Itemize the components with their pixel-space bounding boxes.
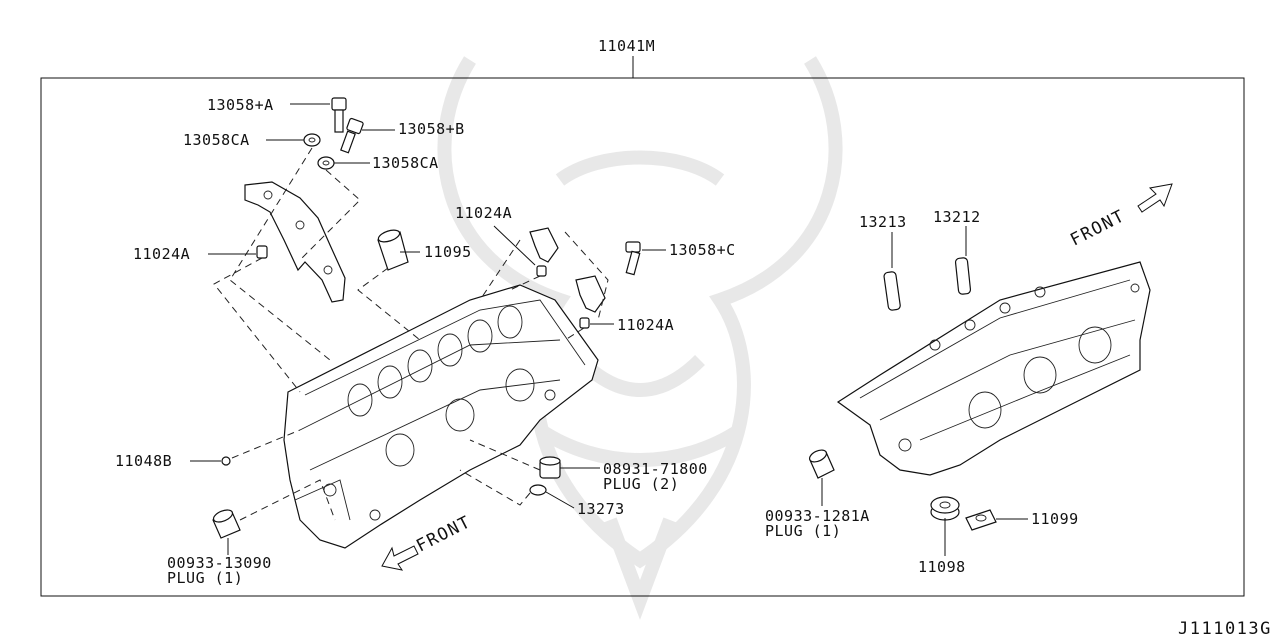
part-label-13058-c[interactable]: 13058+C [669,241,736,259]
part-label-11048b[interactable]: 11048B [115,452,172,470]
front-arrow-left [381,545,419,571]
dowel-11024a-left [256,245,268,259]
bolt-13058-c [625,241,641,276]
left-cylinder-head [283,284,599,549]
plug-00933-1281a [808,449,835,479]
bolt-13058-a [331,97,347,133]
dowel-11024a-mid-top [536,265,547,277]
bracket-mid-right [575,275,606,313]
part-label-00933-1281a[interactable]: 00933-1281A [765,507,870,525]
front-label-right: FRONT [1067,206,1128,250]
part-label-11024a-mid-right[interactable]: 11024A [617,316,674,334]
oring-13273 [529,484,547,496]
part-label-11099[interactable]: 11099 [1031,510,1079,528]
part-label-13058-a[interactable]: 13058+A [207,96,274,114]
tube-11095 [377,229,409,271]
part-label-13058-b[interactable]: 13058+B [398,120,465,138]
part-label-11095[interactable]: 11095 [424,243,472,261]
assembly-part-label[interactable]: 11041M [598,37,655,55]
front-arrow-right [1137,183,1173,213]
washer-13058ca-lower [317,156,335,170]
part-label-13058ca-lower[interactable]: 13058CA [372,154,439,172]
part-label-11024a-left[interactable]: 11024A [133,245,190,263]
seal-11098 [930,496,960,521]
part-label-11024a-mid-top[interactable]: 11024A [455,204,512,222]
figure-code: J111013G [1178,619,1272,639]
plug-08931-71800 [539,456,561,479]
part-label-11098[interactable]: 11098 [918,558,966,576]
bracket-mid-top [529,227,559,263]
part-label-08931-71800[interactable]: 08931-71800 [603,460,708,478]
qty-label-00933-13090: PLUG (1) [167,569,243,587]
qty-label-08931-71800: PLUG (2) [603,475,679,493]
assembly-guides-left [213,147,609,521]
guide-13212 [954,257,972,295]
part-label-00933-13090[interactable]: 00933-13090 [167,554,272,572]
diagram-frame [40,77,1245,597]
plug-00933-13090 [212,509,241,539]
part-label-13213[interactable]: 13213 [859,213,907,231]
dowel-11024a-mid-right [579,317,590,329]
front-label-left: FRONT [413,512,474,556]
bolt-13058-b [340,117,364,154]
part-label-13058ca-upper[interactable]: 13058CA [183,131,250,149]
part-label-13273[interactable]: 13273 [577,500,625,518]
seal-11099 [965,509,997,531]
right-cylinder-head [836,261,1151,476]
ball-plug-11048b [221,456,231,466]
chain-guide-bracket [244,181,346,303]
part-label-13212[interactable]: 13212 [933,208,981,226]
guide-13213 [883,271,901,311]
leader-lines [190,103,1028,556]
qty-label-00933-1281a: PLUG (1) [765,522,841,540]
washer-13058ca-upper [303,133,321,147]
